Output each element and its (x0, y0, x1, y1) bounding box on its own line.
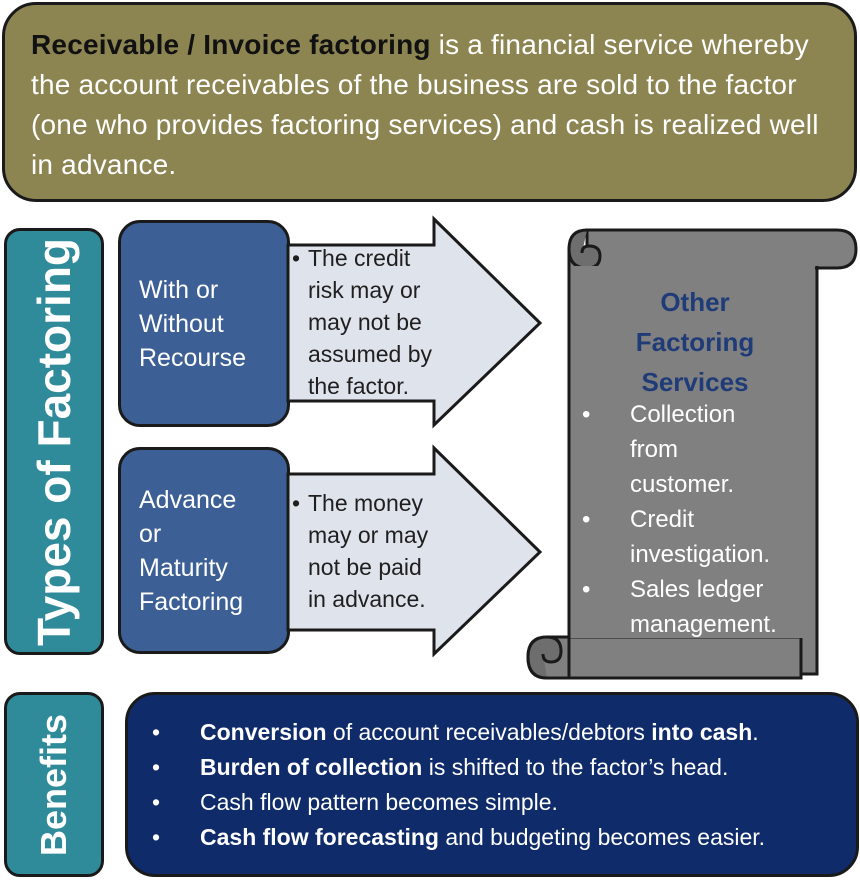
list-line: customer. (630, 471, 735, 498)
arrow-line: may not be (308, 309, 422, 335)
arrow-text-2: • The money may or may not be paid in adv… (292, 487, 428, 615)
benefits-box: • Conversion of account receivables/debto… (125, 692, 859, 877)
benefit-text: is shifted to the factor’s head. (422, 754, 729, 780)
bullet-icon: • (292, 490, 301, 516)
arrow-shape-1 (286, 215, 543, 429)
arrow-line: may or may (308, 522, 429, 548)
bullet-icon: • (582, 506, 591, 533)
bullet-icon: • (152, 754, 161, 780)
benefit-text: and budgeting becomes easier. (438, 824, 766, 850)
arrow-line: not be paid (308, 554, 422, 580)
definition-text: is a financial service whereby the accou… (31, 29, 819, 180)
other-services-list: • Collection from customer. • Credit inv… (582, 397, 810, 642)
definition-box: Receivable / Invoice factoring is a fina… (2, 2, 857, 202)
type-line: With or (139, 275, 219, 304)
type-line: Maturity (139, 553, 228, 582)
type-box-recourse: With or Without Recourse (118, 220, 290, 427)
list-line: Sales ledger (630, 576, 764, 603)
type-box-advance-maturity: Advance or Maturity Factoring (118, 447, 290, 654)
list-line: from (630, 436, 678, 463)
benefit-bold: Burden of collection (200, 754, 423, 780)
benefit-text: of account receivables/debtors (326, 719, 652, 745)
arrow-line: assumed by (308, 341, 433, 367)
types-of-factoring-text: Types of Factoring (28, 237, 80, 646)
title-line: Other (660, 287, 730, 317)
types-of-factoring-label: Types of Factoring (4, 228, 104, 655)
list-line: Credit (630, 506, 695, 533)
list-item: • Collection from customer. (582, 397, 810, 502)
other-services-title: Other Factoring Services (575, 282, 815, 402)
arrow-line: risk may or (308, 277, 421, 303)
benefit-item: • Cash flow forecasting and budgeting bec… (152, 820, 846, 855)
bullet-icon: • (582, 401, 591, 428)
type-line: or (139, 519, 162, 548)
bullet-icon: • (582, 576, 591, 603)
list-item: • Sales ledger management. (582, 572, 810, 642)
arrow-line: in advance. (308, 586, 426, 612)
type-line: Factoring (139, 587, 244, 616)
benefit-item: • Burden of collection is shifted to the … (152, 750, 846, 785)
benefit-bold: into cash (651, 719, 753, 745)
arrow-line: the factor. (308, 373, 410, 399)
benefit-text: . (752, 719, 759, 745)
bullet-icon: • (152, 789, 161, 815)
list-line: management. (630, 611, 777, 638)
type-line: Advance (139, 485, 237, 514)
arrow-line: The credit (308, 245, 411, 271)
title-line: Factoring (635, 327, 755, 357)
definition-bold-lead: Receivable / Invoice factoring (31, 29, 431, 60)
benefit-bold: Conversion (200, 719, 327, 745)
benefits-label: Benefits (4, 692, 104, 877)
list-item: • Credit investigation. (582, 502, 810, 572)
arrow-text-1: • The credit risk may or may not be assum… (292, 242, 432, 402)
benefit-item: • Cash flow pattern becomes simple. (152, 785, 846, 820)
arrow-shape-2 (286, 444, 543, 658)
list-line: investigation. (630, 541, 771, 568)
benefit-item: • Conversion of account receivables/debto… (152, 715, 846, 750)
list-line: Collection (630, 401, 736, 428)
bullet-icon: • (152, 719, 161, 745)
arrow-line: The money (308, 490, 424, 516)
title-line: Services (641, 367, 749, 397)
bullet-icon: • (292, 245, 301, 271)
benefit-bold: Cash flow forecasting (200, 824, 439, 850)
bullet-icon: • (152, 824, 161, 850)
type-line: Without (139, 309, 224, 338)
type-line: Recourse (139, 343, 246, 372)
scroll-shape (526, 228, 858, 680)
benefit-text: Cash flow pattern becomes simple. (200, 789, 558, 815)
benefits-text: Benefits (33, 713, 74, 856)
